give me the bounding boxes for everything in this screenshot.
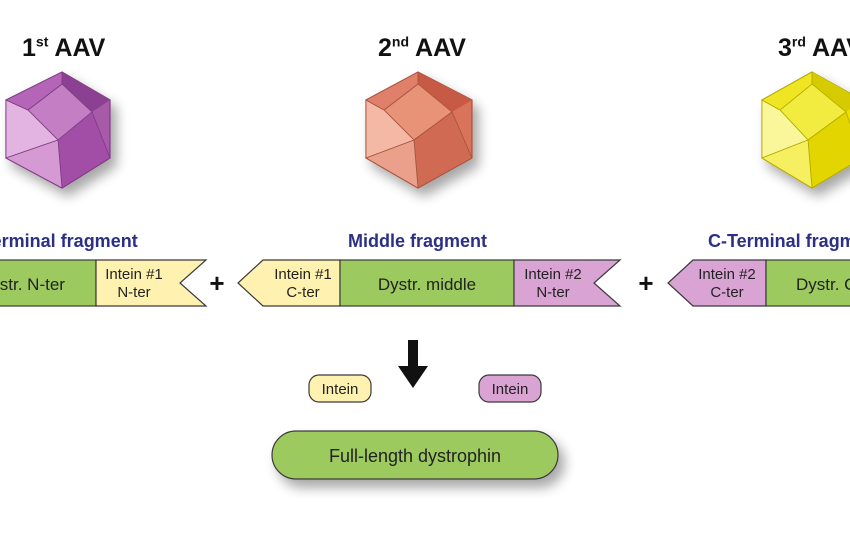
intein-2-n-ter-line1: Intein #2 [524,266,582,283]
intein-1-c-ter-line2: C-ter [286,284,319,301]
intein-2-c-ter-line2: C-ter [710,284,743,301]
aav-3-title: 3rd AAV [778,34,850,63]
full-length-dystrophin-text: Full-length dystrophin [329,446,501,466]
aav-2-ordinal: nd [391,33,410,50]
c-terminal-construct: Intein #2 C-ter Dystr. C-ter [667,259,850,307]
intein-1-n-ter-line1: Intein #1 [105,266,163,283]
intein-2-n-ter-segment [513,259,622,307]
intein-1-c-ter-line1: Intein #1 [274,266,332,283]
aav-1-number: 1 [22,34,36,62]
aav-1-ordinal: st [35,33,49,50]
plus-sign-2: + [638,268,653,298]
released-intein-1: Intein [308,374,372,403]
dystr-c-ter-segment [765,259,850,307]
intein-2-c-ter-segment [667,259,767,307]
intein-1-n-ter-segment [95,259,208,307]
aav-2-title: 2nd AAV [378,34,466,63]
n-terminal-construct: Dystr. N-ter Intein #1 N-ter [0,259,208,307]
n-terminal-fragment-label: N-Terminal fragment [0,231,138,251]
c-terminal-fragment-label: C-Terminal fragment [708,231,850,251]
aav-3-number: 3 [778,34,792,62]
intein-2-n-ter-line2: N-ter [536,284,569,301]
middle-fragment-label: Middle fragment [348,231,487,251]
dystr-n-ter-text: Dystr. N-ter [0,275,65,294]
released-intein-2: Intein [478,374,542,403]
aav-1-capsid-icon [5,71,111,189]
intein-1-c-ter-segment [237,259,341,307]
aav-3-capsid-icon [761,71,850,189]
aav-1-label: AAV [54,34,106,62]
dystr-middle-segment [339,259,515,307]
middle-construct: Intein #1 C-ter Dystr. middle Intein #2 … [237,259,622,307]
aav-2-number: 2 [378,34,392,62]
dystr-middle-text: Dystr. middle [378,275,476,294]
aav-3-ordinal: rd [791,33,806,50]
released-intein-2-text: Intein [492,381,529,398]
dystr-c-ter-text: Dystr. C-ter [796,275,850,294]
intein-2-c-ter-line1: Intein #2 [698,266,756,283]
intein-1-n-ter-line2: N-ter [117,284,150,301]
full-length-dystrophin [271,430,559,480]
aav-1-title: 1st AAV [22,34,105,63]
aav-2-label: AAV [415,34,466,62]
aav-3-label: AAV [811,34,850,62]
down-arrow-icon [398,340,428,388]
plus-sign-1: + [209,268,224,298]
aav-2-capsid-icon [365,71,473,189]
released-intein-1-text: Intein [322,381,359,398]
dystr-n-ter-segment [0,259,97,307]
